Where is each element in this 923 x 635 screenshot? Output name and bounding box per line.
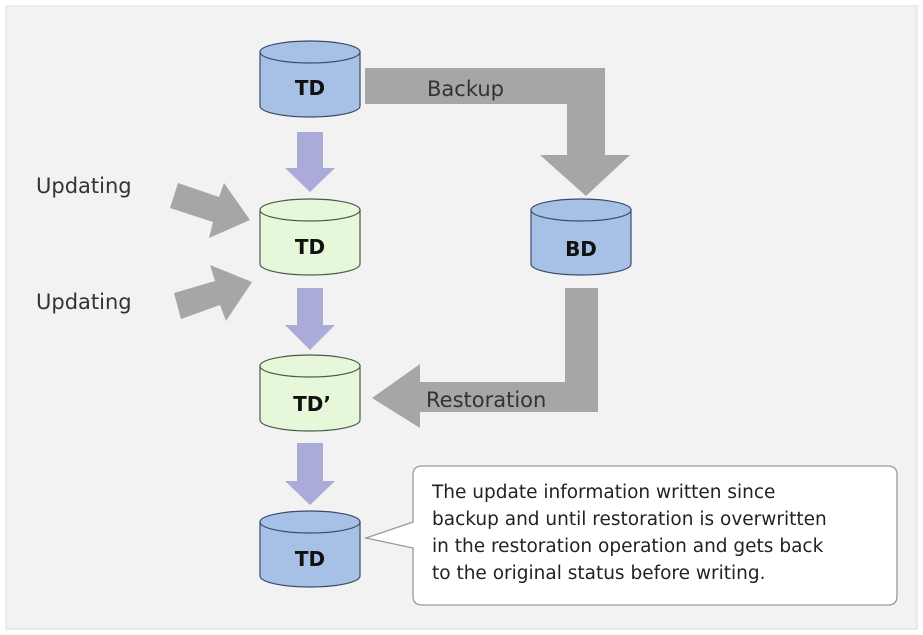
callout-line-4: to the original status before writing.: [432, 563, 766, 584]
backup-arrow: [365, 68, 630, 196]
td-updating-cylinder: TD: [259, 198, 361, 276]
td-updating-label: TD: [295, 235, 325, 259]
callout-line-1: The update information written since: [431, 482, 775, 503]
restoration-arrow: [372, 288, 598, 428]
bd-cylinder: BD: [530, 198, 632, 276]
down-arrow-1: [285, 132, 335, 192]
restoration-label: Restoration: [426, 388, 546, 412]
callout-line-2: backup and until restoration is overwrit…: [432, 509, 827, 530]
td-prime-cylinder: TD’: [259, 354, 361, 432]
down-arrow-3: [285, 443, 335, 505]
td-top-label: TD: [295, 76, 325, 100]
backup-label: Backup: [427, 77, 504, 101]
callout-line-3: in the restoration operation and gets ba…: [432, 536, 824, 557]
updating-arrow-1: [170, 183, 250, 238]
td-bottom-cylinder: TD: [259, 510, 361, 588]
updating-arrow-2: [174, 265, 252, 321]
updating-label-1: Updating: [36, 174, 132, 198]
td-top-cylinder: TD: [259, 40, 361, 118]
down-arrow-2: [285, 288, 335, 350]
updating-label-2: Updating: [36, 290, 132, 314]
td-prime-label: TD’: [293, 392, 331, 416]
td-bottom-label: TD: [295, 547, 325, 571]
callout-bubble: The update information written since bac…: [363, 465, 898, 606]
bd-label: BD: [565, 237, 597, 261]
